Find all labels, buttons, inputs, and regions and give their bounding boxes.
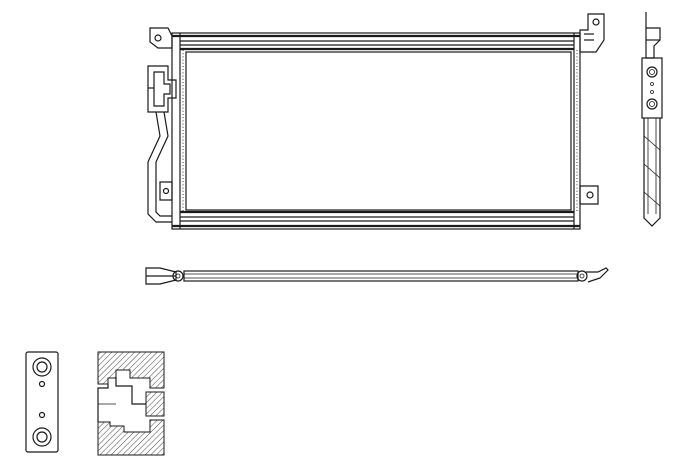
top-view-core	[183, 270, 579, 282]
side-fitting-plate	[641, 57, 663, 119]
fitting-plate-section	[97, 351, 165, 456]
bracket-bottom-left	[159, 181, 173, 201]
side-tank	[643, 118, 661, 227]
fitting-plate-front	[25, 351, 59, 453]
bracket-top-right	[579, 13, 605, 53]
fitting-plate	[25, 351, 59, 453]
top-view-inlet-fitting	[172, 270, 184, 282]
side-view	[641, 12, 663, 227]
front-view	[147, 13, 605, 230]
core-frame	[171, 32, 581, 230]
top-view	[145, 267, 609, 285]
bracket-bottom-right	[579, 185, 599, 205]
bracket-top-left	[149, 27, 173, 49]
core-matrix	[185, 51, 572, 211]
top-view-outlet-fitting	[576, 270, 588, 282]
inlet-pipe	[147, 111, 172, 223]
inlet-fitting-block	[147, 65, 177, 113]
